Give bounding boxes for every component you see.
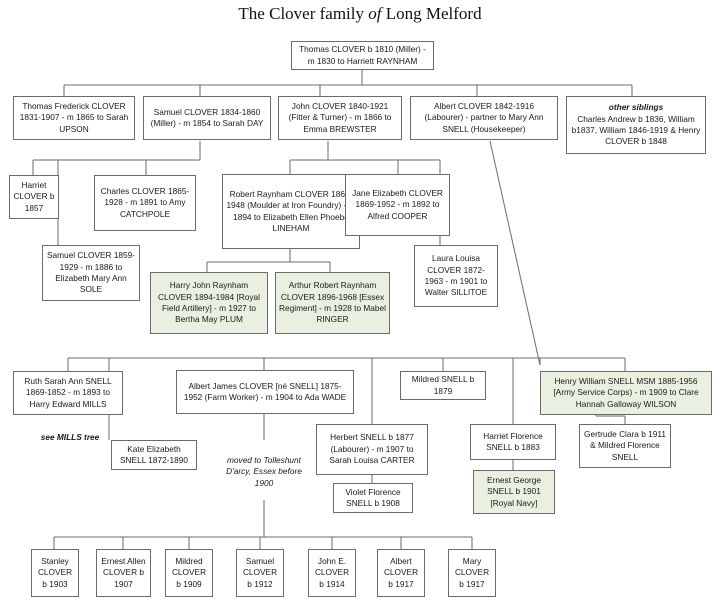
person-albert-james-clover: Albert James CLOVER [né SNELL] 1875-1952… xyxy=(176,370,354,414)
title-text: The Clover family xyxy=(238,4,369,23)
person-arthur-robert-raynham-clover: Arthur Robert Raynham CLOVER 1896-1968 [… xyxy=(275,272,390,334)
person-label: Ruth Sarah Ann SNELL 1869-1852 - m 1893 … xyxy=(24,375,112,409)
other-siblings-heading: other siblings xyxy=(608,102,664,113)
person-label: Violet Florence SNELL b 1908 xyxy=(345,486,401,508)
person-robert-raynham-clover: Robert Raynham CLOVER 1867-1948 (Moulder… xyxy=(222,174,360,249)
person-label: Harriet Florence SNELL b 1883 xyxy=(483,430,543,452)
title-of: of xyxy=(368,4,382,23)
person-gertrude-clara-snell: Gertrude Clara b 1911 & Mildred Florence… xyxy=(579,424,671,468)
person-label: Samuel CLOVER 1834-1860 (Miller) - m 185… xyxy=(150,106,264,128)
person-mildred-snell: Mildred SNELL b 1879 xyxy=(400,371,486,400)
person-label: Ernest George SNELL b 1901 [Royal Navy] xyxy=(487,474,541,508)
person-ruth-sarah-ann-snell: Ruth Sarah Ann SNELL 1869-1852 - m 1893 … xyxy=(13,371,123,415)
person-label: Robert Raynham CLOVER 1867-1948 (Moulder… xyxy=(226,188,356,233)
person-label: Thomas CLOVER b 1810 (Miller) - m 1830 t… xyxy=(299,44,426,66)
page-title: The Clover family of Long Melford xyxy=(0,4,720,24)
person-ernest-george-snell: Ernest George SNELL b 1901 [Royal Navy] xyxy=(473,470,555,514)
person-thomas-frederick: Thomas Frederick CLOVER 1831-1907 - m 18… xyxy=(13,96,135,140)
person-label: Charles CLOVER 1865-1928 - m 1891 to Amy… xyxy=(100,185,190,219)
moved-note: moved to Tolleshunt D'arcy, Essex before… xyxy=(216,455,312,489)
person-label: Stanley CLOVER b 1903 xyxy=(37,555,73,589)
see-mills-tree-note: see MILLS tree xyxy=(20,432,120,443)
person-mary-clover: Mary CLOVER b 1917 xyxy=(448,549,496,597)
person-samuel-clover-1912: Samuel CLOVER b 1912 xyxy=(236,549,284,597)
person-label: Jane Elizabeth CLOVER 1869-1952 - m 1892… xyxy=(352,187,443,221)
person-label: Mary CLOVER b 1917 xyxy=(454,555,490,589)
person-label: Gertrude Clara b 1911 & Mildred Florence… xyxy=(584,428,666,462)
person-label: John CLOVER 1840-1921 (Fitter & Turner) … xyxy=(288,100,392,134)
person-kate-elizabeth-snell: Kate Elizabeth SNELL 1872-1890 xyxy=(111,440,197,470)
person-label: Laura Louisa CLOVER 1872-1963 - m 1901 t… xyxy=(424,253,488,298)
person-harry-john-raynham-clover: Harry John Raynham CLOVER 1894-1984 [Roy… xyxy=(150,272,268,334)
note-text: see MILLS tree xyxy=(40,432,100,442)
person-label: Albert CLOVER b 1917 xyxy=(383,555,419,589)
person-mildred-clover: Mildred CLOVER b 1909 xyxy=(165,549,213,597)
person-label: Ernest Allen CLOVER b 1907 xyxy=(101,555,146,589)
person-label: Thomas Frederick CLOVER 1831-1907 - m 18… xyxy=(19,100,129,134)
person-label: Harry John Raynham CLOVER 1894-1984 [Roy… xyxy=(158,280,260,325)
person-harriet-florence-snell: Harriet Florence SNELL b 1883 xyxy=(470,424,556,460)
person-stanley-clover: Stanley CLOVER b 1903 xyxy=(31,549,79,597)
person-label: Mildred CLOVER b 1909 xyxy=(171,555,207,589)
person-albert-clover: Albert CLOVER 1842-1916 (Labourer) - par… xyxy=(410,96,558,140)
person-thomas-clover-sr: Thomas CLOVER b 1810 (Miller) - m 1830 t… xyxy=(291,41,434,70)
note-text: moved to Tolleshunt D'arcy, Essex before… xyxy=(226,455,302,488)
person-label: John E. CLOVER b 1914 xyxy=(314,555,350,589)
person-jane-elizabeth-clover: Jane Elizabeth CLOVER 1869-1952 - m 1892… xyxy=(345,174,450,236)
person-label: Kate Elizabeth SNELL 1872-1890 xyxy=(120,443,188,465)
person-label: Samuel CLOVER 1859-1929 - m 1886 to Eliz… xyxy=(46,250,136,295)
person-herbert-snell: Herbert SNELL b 1877 (Labourer) - m 1907… xyxy=(316,424,428,475)
title-place: Long Melford xyxy=(381,4,482,23)
other-siblings-list: Charles Andrew b 1836, William b1837, Wi… xyxy=(571,113,701,147)
person-violet-florence-snell: Violet Florence SNELL b 1908 xyxy=(333,483,413,513)
person-label: Albert CLOVER 1842-1916 (Labourer) - par… xyxy=(424,100,544,134)
person-label: Harriet CLOVER b 1857 xyxy=(13,179,55,213)
person-charles-clover: Charles CLOVER 1865-1928 - m 1891 to Amy… xyxy=(94,175,196,231)
person-henry-william-snell: Henry William SNELL MSM 1885-1956 [Army … xyxy=(540,371,712,415)
person-label: Mildred SNELL b 1879 xyxy=(411,374,475,396)
person-label: Henry William SNELL MSM 1885-1956 [Army … xyxy=(553,375,699,409)
person-ernest-allen-clover: Ernest Allen CLOVER b 1907 xyxy=(96,549,151,597)
person-john-e-clover: John E. CLOVER b 1914 xyxy=(308,549,356,597)
person-label: Samuel CLOVER b 1912 xyxy=(242,555,278,589)
person-albert-clover-1917: Albert CLOVER b 1917 xyxy=(377,549,425,597)
person-label: Arthur Robert Raynham CLOVER 1896-1968 [… xyxy=(279,280,386,325)
person-label: Albert James CLOVER [né SNELL] 1875-1952… xyxy=(183,380,347,402)
person-harriet-clover: Harriet CLOVER b 1857 xyxy=(9,175,59,219)
person-john-clover: John CLOVER 1840-1921 (Fitter & Turner) … xyxy=(278,96,402,140)
person-label: Herbert SNELL b 1877 (Labourer) - m 1907… xyxy=(329,432,415,466)
person-laura-louisa-clover: Laura Louisa CLOVER 1872-1963 - m 1901 t… xyxy=(414,245,498,307)
person-samuel-clover-jr: Samuel CLOVER 1859-1929 - m 1886 to Eliz… xyxy=(42,245,140,301)
person-samuel-clover: Samuel CLOVER 1834-1860 (Miller) - m 185… xyxy=(143,96,271,140)
